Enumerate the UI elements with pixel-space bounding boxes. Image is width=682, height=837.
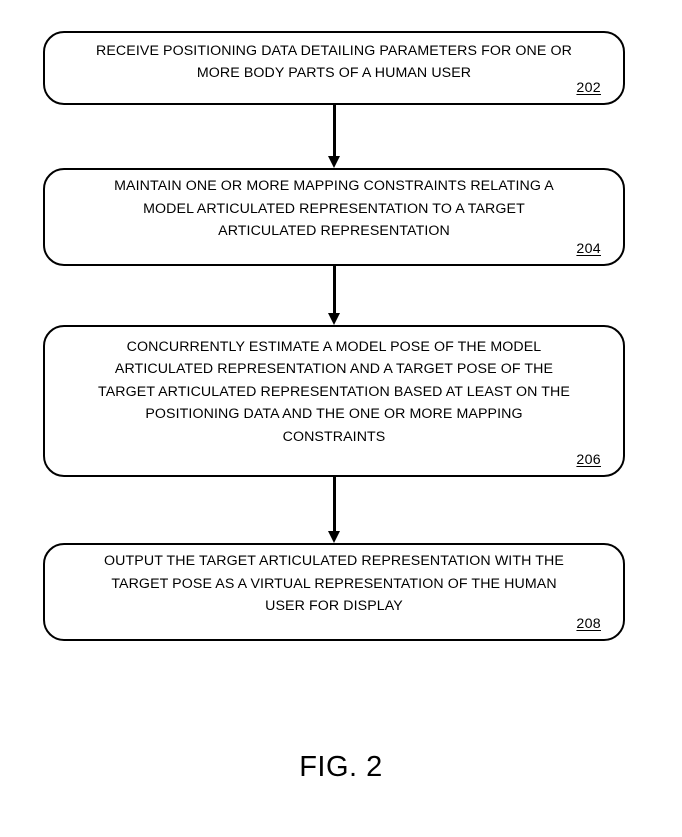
- connector-204-to-206: [328, 266, 341, 325]
- reference-numeral-202: 202: [576, 80, 601, 96]
- connector-202-to-204: [328, 105, 341, 168]
- figure-caption: FIG. 2: [299, 751, 383, 783]
- down-arrow-icon: [328, 156, 340, 168]
- flowchart-step-206: CONCURRENTLY ESTIMATE A MODEL POSE OF TH…: [43, 325, 625, 477]
- down-arrow-icon: [328, 313, 340, 325]
- reference-numeral-208: 208: [576, 616, 601, 632]
- reference-numeral-206: 206: [576, 452, 601, 468]
- flowchart-step-204: MAINTAIN ONE OR MORE MAPPING CONSTRAINTS…: [43, 168, 625, 266]
- flowchart-step-204-text: MAINTAIN ONE OR MORE MAPPING CONSTRAINTS…: [114, 178, 554, 240]
- connector-line: [333, 105, 336, 156]
- connector-line: [333, 477, 336, 531]
- down-arrow-icon: [328, 531, 340, 543]
- flowchart-step-202: RECEIVE POSITIONING DATA DETAILING PARAM…: [43, 31, 625, 105]
- flowchart-step-206-text: CONCURRENTLY ESTIMATE A MODEL POSE OF TH…: [98, 338, 570, 445]
- reference-numeral-204: 204: [576, 241, 601, 257]
- flowchart-step-208-text: OUTPUT THE TARGET ARTICULATED REPRESENTA…: [104, 553, 564, 615]
- connector-line: [333, 266, 336, 313]
- connector-206-to-208: [328, 477, 341, 543]
- flowchart-step-202-text: RECEIVE POSITIONING DATA DETAILING PARAM…: [96, 42, 572, 81]
- flowchart-step-208: OUTPUT THE TARGET ARTICULATED REPRESENTA…: [43, 543, 625, 641]
